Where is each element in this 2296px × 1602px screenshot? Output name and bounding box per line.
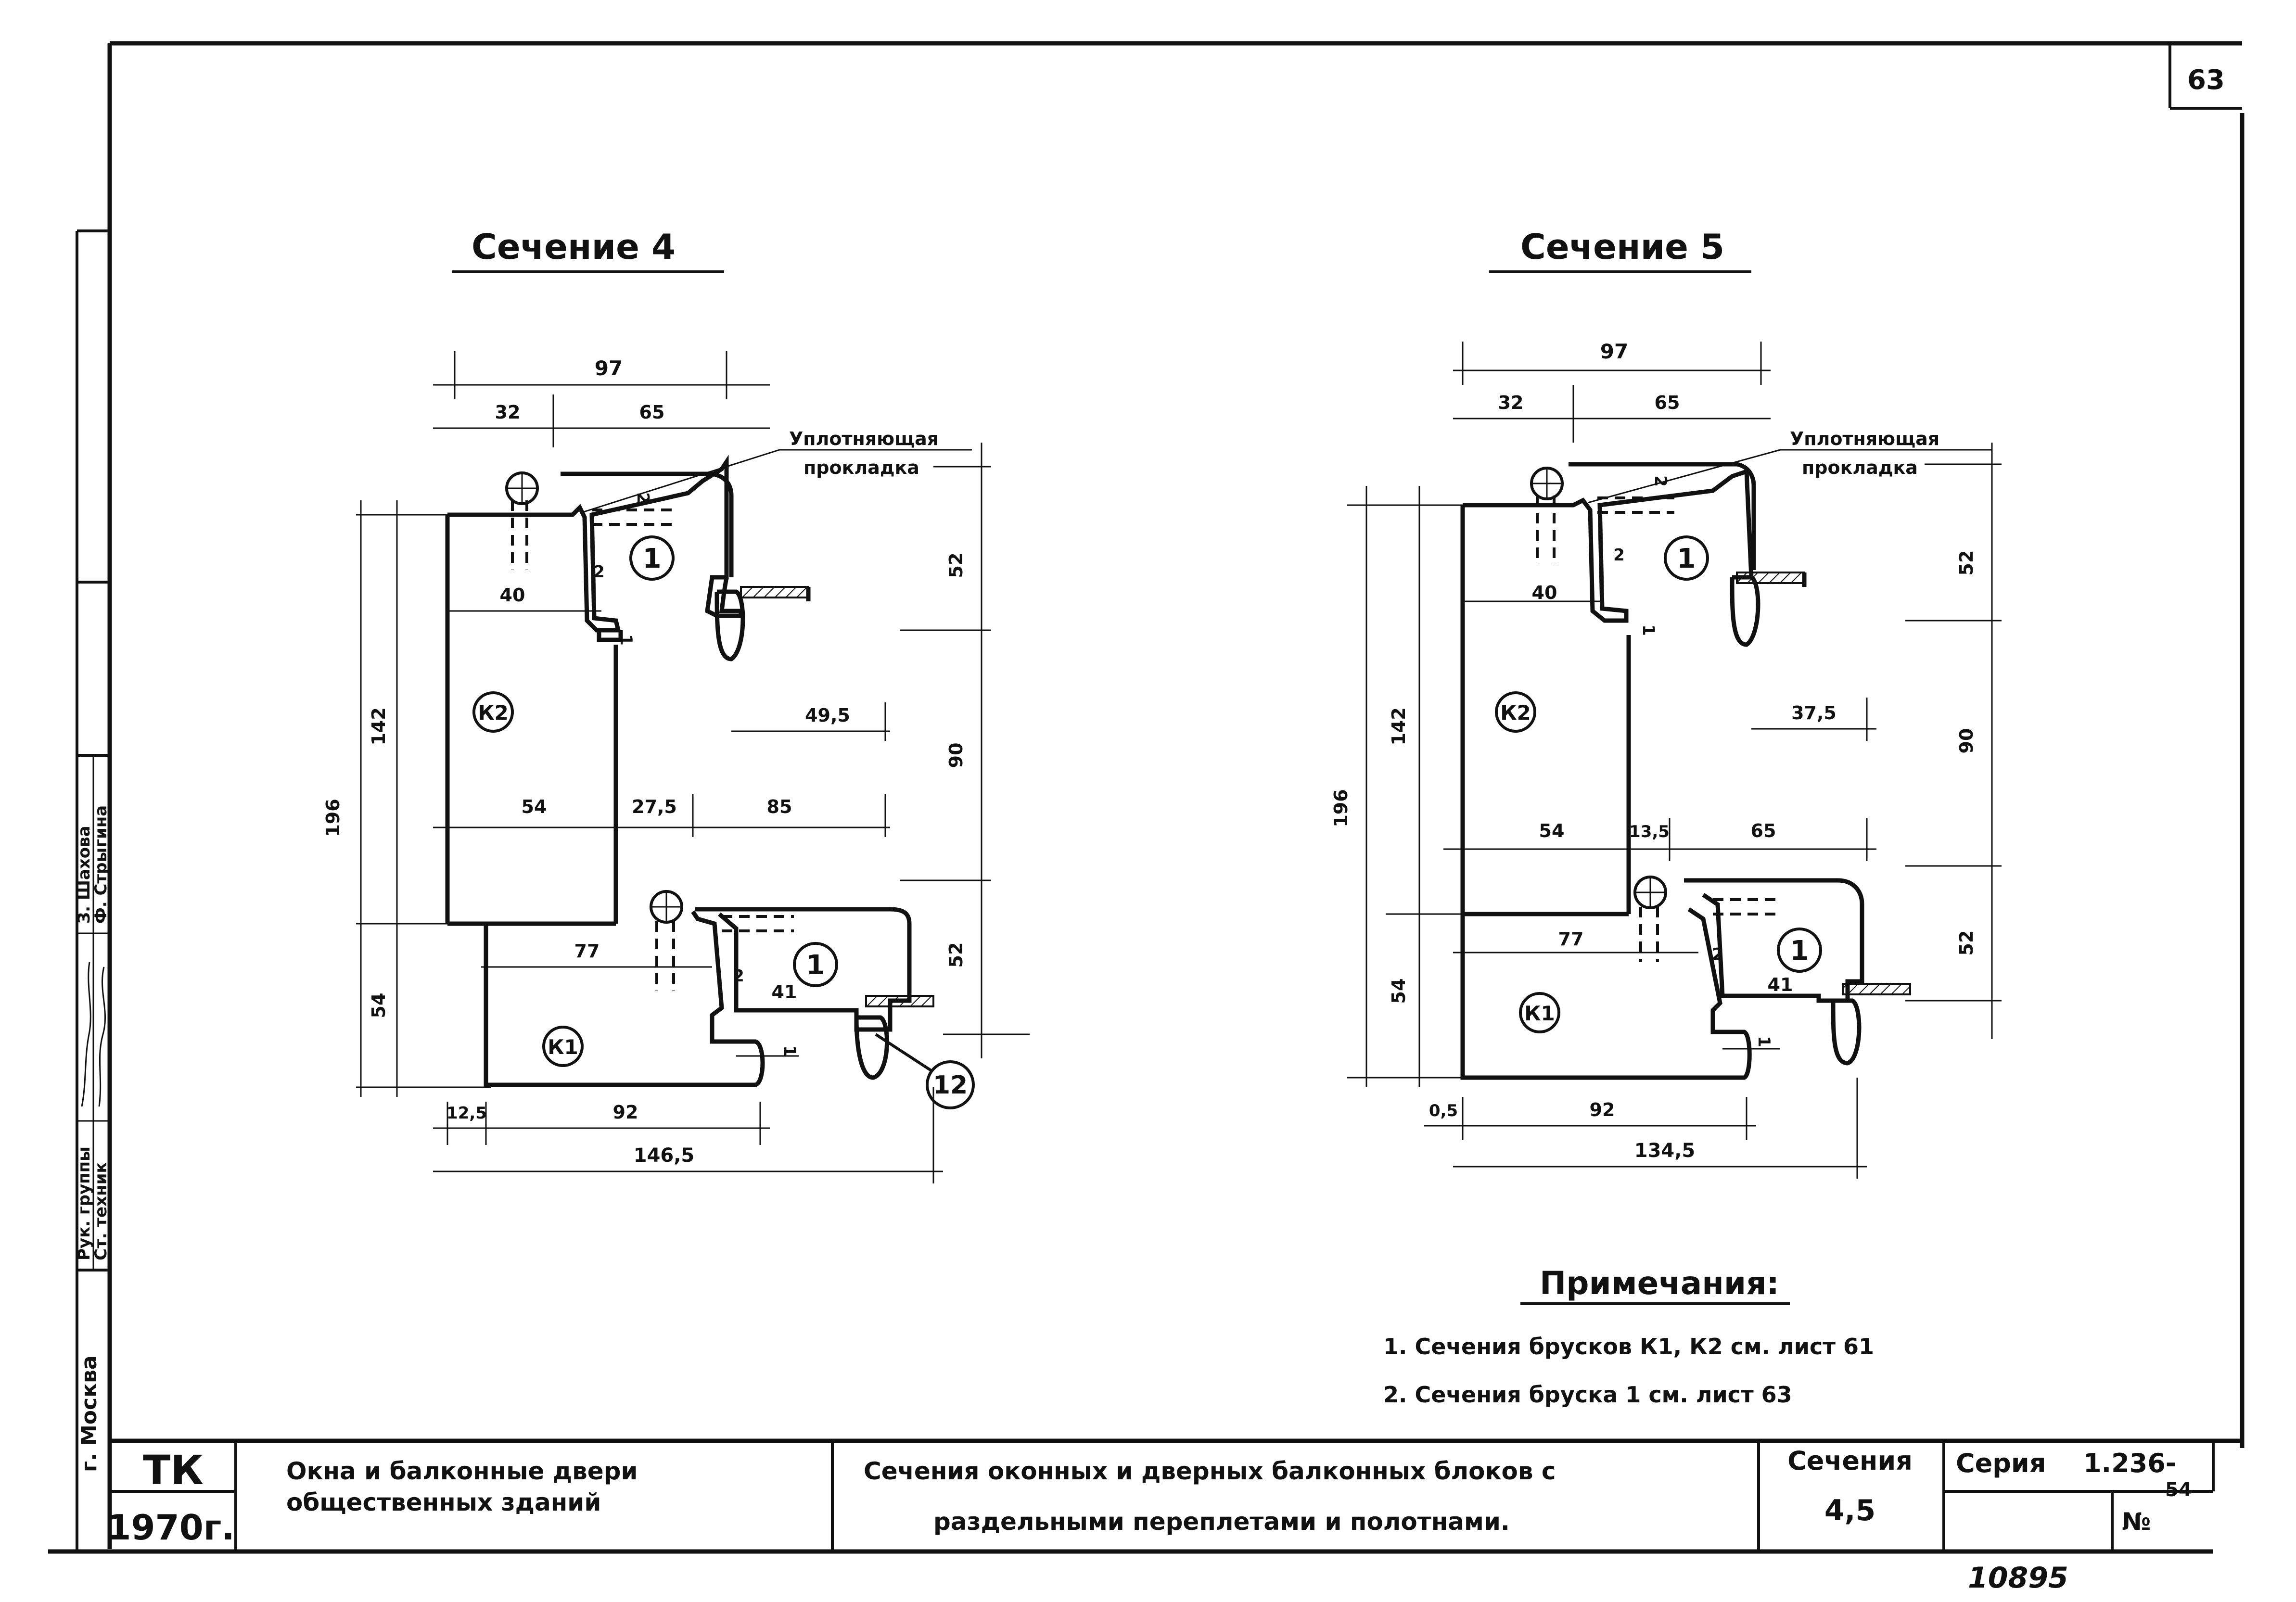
section-5-mark-k2: К2	[1500, 701, 1531, 725]
section-5-dim-41: 41	[1768, 974, 1793, 995]
strip-city: г. Москва	[77, 1355, 102, 1472]
section-4-dim-2b: 2	[633, 492, 652, 504]
left-strip: г. Москва Рук. группы Ст. техник З. Шахо…	[75, 754, 111, 1472]
title-block: ТК 1970г. Окна и балконные двери обществ…	[107, 1438, 2242, 1554]
strip-name-2: Ф. Стрыгина	[91, 805, 111, 924]
section-4-dim-12-5: 12,5	[446, 1104, 487, 1123]
section-4-dim-2c: 2	[733, 966, 744, 986]
title-drawing-line1: Сечения оконных и дверных балконных блок…	[864, 1457, 1556, 1485]
section-5-dim-65: 65	[1655, 392, 1680, 413]
notes: Примечания: 1. Сечения брусков К1, К2 см…	[1383, 1265, 1874, 1408]
title-year: 1970г.	[107, 1507, 234, 1548]
section-5-dim-13-5: 13,5	[1629, 822, 1670, 841]
section-4-dim-41: 41	[772, 981, 797, 1003]
title-sheet-name: Сечения	[1787, 1446, 1913, 1476]
notes-item-1: 1. Сечения брусков К1, К2 см. лист 61	[1383, 1334, 1874, 1360]
page-number-box: 63	[2168, 43, 2242, 110]
section-5-dim-37-5: 37,5	[1791, 702, 1837, 724]
section-5-dim-52a: 52	[1956, 550, 1977, 576]
section-5-dim-196: 196	[1330, 789, 1352, 827]
title-drawing-line2: раздельными переплетами и полотнами.	[933, 1508, 1510, 1536]
section-4-dim-52a: 52	[945, 553, 967, 578]
section-5-dim-54a: 54	[1539, 820, 1565, 841]
title-org: ТК	[143, 1447, 204, 1494]
section-5-profile	[1463, 468, 1754, 623]
section-4-title: Сечение 4	[472, 227, 676, 267]
section-5-title: Сечение 5	[1520, 227, 1724, 267]
section-4-gasket-label-2: прокладка	[804, 457, 919, 478]
archive-number: 10895	[1968, 1561, 2068, 1595]
notes-heading: Примечания:	[1540, 1265, 1779, 1302]
section-4-dim-49-5: 49,5	[805, 705, 850, 726]
page-number: 63	[2187, 64, 2225, 96]
section-4-dim-97: 97	[595, 356, 623, 380]
section-5-dim-142: 142	[1388, 707, 1409, 745]
section-5-dim-0-5: 0,5	[1429, 1101, 1458, 1120]
signature-1	[81, 962, 91, 1107]
section-4-dim-196: 196	[322, 799, 344, 837]
section-5: Сечение 5	[1330, 227, 2002, 1179]
section-4-dim-85: 85	[767, 796, 792, 817]
section-5-gasket-label-1: Уплотняющая	[1790, 428, 1939, 449]
notes-item-2: 2. Сечения бруска 1 см. лист 63	[1383, 1382, 1792, 1408]
section-4-dim-77: 77	[574, 941, 600, 962]
section-4-dim-52b: 52	[945, 942, 967, 968]
section-4-dim-65: 65	[639, 402, 665, 423]
title-project-line1: Окна и балконные двери	[286, 1457, 638, 1485]
section-4-mark-k1: К1	[548, 1035, 578, 1059]
section-4-screws	[505, 471, 794, 991]
section-4-dim-40: 40	[500, 585, 525, 606]
section-5-mark-1a: 1	[1677, 543, 1696, 574]
title-series-label: Серия	[1956, 1448, 2046, 1478]
section-5-dim-65b: 65	[1751, 820, 1776, 841]
sheet-frame	[48, 41, 2245, 1554]
section-5-gasket-label-2: прокладка	[1802, 457, 1918, 478]
section-4-dim-54a: 54	[522, 796, 547, 817]
strip-role-2: Ст. техник	[91, 1162, 111, 1261]
strip-name-1: З. Шахова	[75, 826, 94, 924]
title-sheet-no-label: №	[2122, 1508, 2151, 1536]
section-4-dim-146-5: 146,5	[634, 1144, 695, 1167]
section-5-dim-40: 40	[1532, 582, 1557, 603]
section-4-dim-32: 32	[495, 402, 521, 423]
section-4-gasket-label-1: Уплотняющая	[789, 428, 939, 449]
section-5-dim-52b: 52	[1956, 930, 1977, 956]
signature-2	[98, 966, 106, 1107]
section-4: Сечение 4	[322, 227, 1030, 1183]
section-4-dim-90: 90	[945, 743, 967, 768]
section-5-dim-1b: 1	[1754, 1036, 1773, 1047]
section-4-mark-1a: 1	[643, 543, 662, 574]
section-5-dim-97: 97	[1600, 340, 1628, 363]
section-5-dim-90: 90	[1956, 728, 1977, 754]
section-4-profile	[447, 455, 743, 633]
section-4-dim-92: 92	[613, 1102, 638, 1123]
section-4-dim-2a: 2	[593, 562, 605, 582]
section-4-dim-142: 142	[368, 707, 389, 745]
section-5-dim-134-5: 134,5	[1634, 1140, 1696, 1162]
section-4-mark-k2: К2	[478, 701, 509, 725]
section-4-dim-27-5: 27,5	[632, 796, 677, 817]
title-project-line2: общественных зданий	[286, 1488, 601, 1516]
section-5-mark-k1: К1	[1524, 1002, 1555, 1025]
section-5-dim-92: 92	[1590, 1099, 1615, 1120]
section-5-dim-32: 32	[1498, 392, 1524, 413]
section-4-dim-1a: 1	[616, 634, 636, 646]
title-series-value: 1.236-	[2083, 1448, 2176, 1478]
section-5-dim-54b: 54	[1388, 979, 1409, 1004]
title-sheet-nums: 4,5	[1824, 1494, 1875, 1527]
section-4-mark-12: 12	[933, 1071, 968, 1100]
section-5-dim-1a: 1	[1639, 624, 1658, 636]
section-5-dim-2c: 2	[1712, 945, 1723, 964]
section-5-dim-2a: 2	[1613, 546, 1625, 565]
section-5-mark-1b: 1	[1790, 935, 1809, 966]
section-4-dim-54b: 54	[368, 993, 389, 1018]
title-sheet-no-value: 54	[2165, 1479, 2192, 1501]
section-5-screws	[1530, 467, 1780, 962]
section-5-dim-2b: 2	[1651, 475, 1670, 487]
section-4-dim-1b: 1	[780, 1045, 799, 1057]
strip-role-1: Рук. группы	[75, 1146, 94, 1260]
section-4-mark-1b: 1	[806, 950, 825, 981]
section-5-dim-77: 77	[1558, 928, 1584, 950]
